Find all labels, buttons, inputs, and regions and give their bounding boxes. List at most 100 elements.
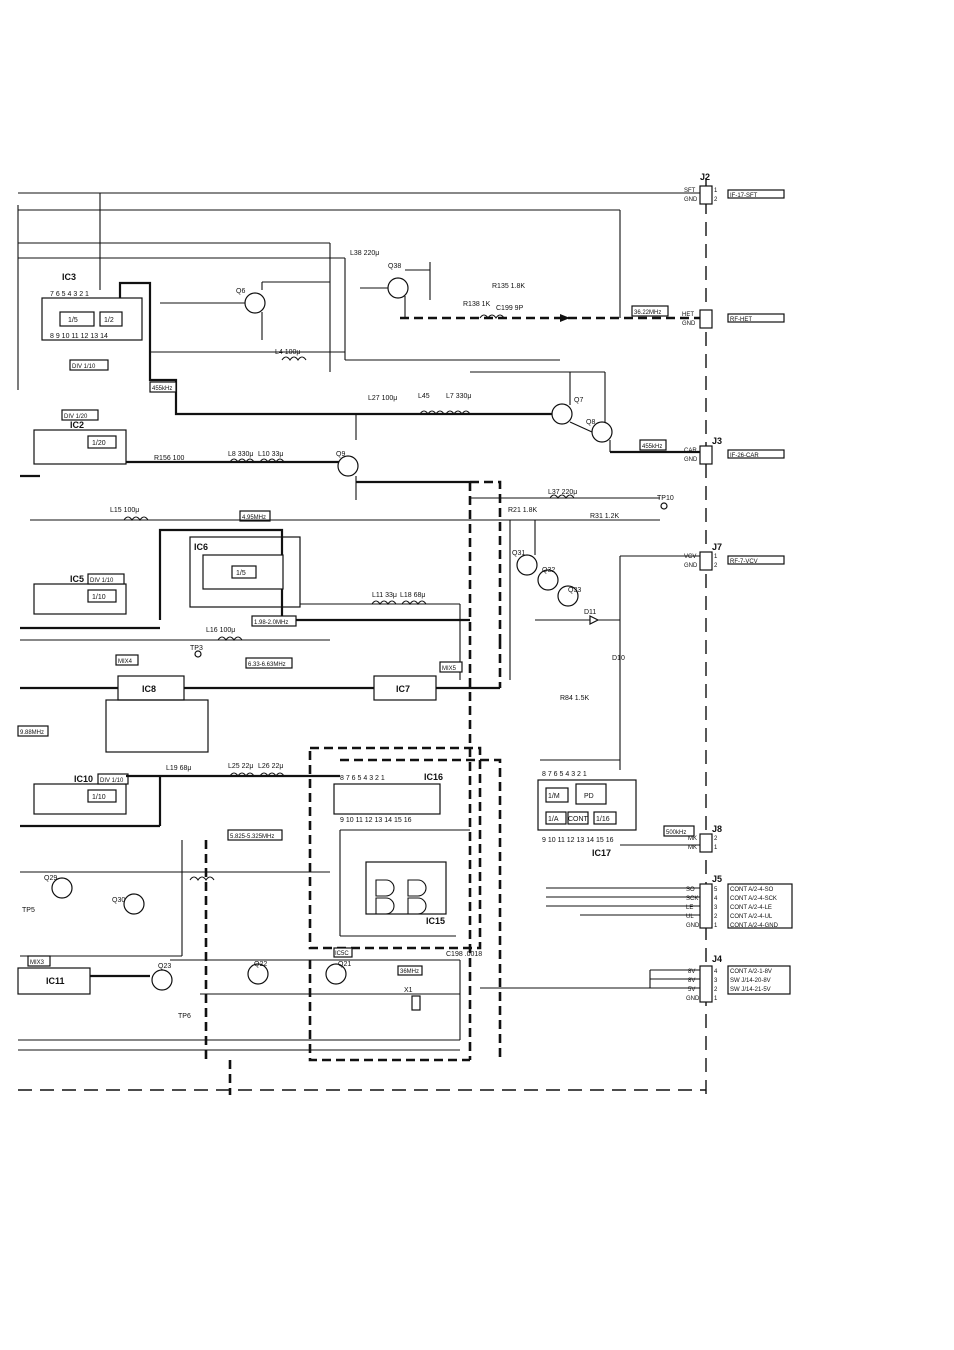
tp6-label: TP6 [178, 1013, 191, 1020]
ic2-label: IC2 [70, 420, 84, 430]
svg-text:SFT: SFT [684, 188, 696, 194]
svg-text:36.22MHz: 36.22MHz [634, 310, 661, 316]
svg-text:36MHz: 36MHz [400, 969, 419, 975]
het-connector-body [699, 309, 713, 329]
svg-text:SO: SO [686, 887, 695, 893]
svg-text:L8 330μ: L8 330μ [228, 451, 253, 458]
svg-text:8 7 6 5 4 3 2 1: 8 7 6 5 4 3 2 1 [340, 775, 385, 782]
svg-text:DIV 1/10: DIV 1/10 [72, 364, 96, 370]
ic5c-tag [333, 947, 353, 958]
svg-text:1: 1 [714, 554, 718, 560]
svg-text:6.33-6.63MHz: 6.33-6.63MHz [248, 662, 286, 668]
j3-dest: IF-26-CAR [730, 453, 759, 459]
svg-text:5: 5 [714, 887, 718, 893]
svg-text:1/A: 1/A [548, 816, 559, 823]
svg-text:1/M: 1/M [548, 793, 560, 800]
svg-text:L10 33μ: L10 33μ [258, 451, 283, 458]
ic3-div-tag [69, 359, 109, 371]
svg-text:IC5C: IC5C [335, 951, 349, 957]
freq-tag-500khz [663, 825, 695, 837]
crystal-x1-label: X1 [404, 987, 413, 994]
svg-text:8V: 8V [688, 969, 695, 975]
svg-text:Q7: Q7 [574, 397, 583, 404]
ic8-label: IC8 [142, 684, 156, 694]
svg-text:SW J/14-21-5V: SW J/14-21-5V [730, 987, 771, 993]
transistor-q31 [516, 554, 538, 576]
ic10-div-tag [97, 773, 129, 785]
svg-text:Q21: Q21 [338, 961, 351, 968]
ic2-body [33, 429, 127, 465]
transistor-q30 [123, 893, 145, 915]
svg-text:9.88MHz: 9.88MHz [20, 730, 44, 736]
ic11-body [17, 967, 91, 995]
svg-text:DIV 1/10: DIV 1/10 [90, 578, 114, 584]
svg-text:1/5: 1/5 [236, 570, 246, 577]
svg-text:MIX5: MIX5 [442, 666, 457, 672]
freq-tag-36mhz [631, 305, 669, 317]
svg-text:UL: UL [686, 914, 694, 920]
freq-tag-455khz-a [149, 381, 177, 393]
svg-text:1: 1 [714, 996, 718, 1002]
freq-tag-5-825mhz [227, 829, 283, 841]
ic7-mix-tag [439, 661, 463, 673]
svg-text:LE: LE [686, 905, 693, 911]
svg-text:GND: GND [684, 457, 698, 463]
svg-text:C198 .0018: C198 .0018 [446, 951, 482, 958]
svg-text:L19 68μ: L19 68μ [166, 765, 191, 772]
j5-label: J5 [712, 874, 722, 884]
svg-text:L25 22μ: L25 22μ [228, 763, 253, 770]
ic16-label: IC16 [424, 772, 443, 782]
svg-text:Q33: Q33 [568, 587, 581, 594]
svg-text:CONT A/2-1-8V: CONT A/2-1-8V [730, 969, 772, 975]
transistor-q23 [151, 969, 173, 991]
svg-text:L15 100μ: L15 100μ [110, 507, 139, 514]
svg-text:9 10 11 12 13 14 15 16: 9 10 11 12 13 14 15 16 [340, 817, 412, 824]
svg-text:455kHz: 455kHz [642, 444, 662, 450]
svg-text:2: 2 [714, 197, 718, 203]
svg-text:2: 2 [714, 987, 718, 993]
svg-text:L7 330μ: L7 330μ [446, 393, 471, 400]
svg-text:8V: 8V [688, 978, 695, 984]
svg-text:5.825-5.325MHz: 5.825-5.325MHz [230, 834, 274, 840]
freq-tag-4-95mhz [239, 510, 271, 522]
ic11-label: IC11 [46, 976, 65, 986]
label-c198: R138 1K [463, 301, 491, 308]
svg-text:1/2: 1/2 [104, 317, 114, 324]
svg-text:5V: 5V [688, 987, 695, 993]
svg-text:3: 3 [714, 905, 718, 911]
svg-text:8 7 6 5 4 3 2 1: 8 7 6 5 4 3 2 1 [542, 771, 587, 778]
svg-text:CONT A/2-4-GND: CONT A/2-4-GND [730, 923, 779, 929]
svg-text:L16 100μ: L16 100μ [206, 627, 235, 634]
svg-text:Q30: Q30 [112, 897, 125, 904]
ic5-div-tag [87, 573, 125, 585]
ic2-div-tag [61, 409, 99, 421]
svg-text:GND: GND [684, 197, 698, 203]
j7-body [699, 551, 713, 571]
svg-text:R31 1.2K: R31 1.2K [590, 513, 620, 520]
j4-body [699, 965, 713, 1003]
transistor-q22 [247, 963, 269, 985]
svg-text:1.98-2.0MHz: 1.98-2.0MHz [254, 620, 288, 626]
svg-text:CONT A/2-4-UL: CONT A/2-4-UL [730, 914, 773, 920]
svg-text:R21 1.8K: R21 1.8K [508, 507, 538, 514]
ic15-body [365, 861, 447, 915]
svg-text:Q32: Q32 [542, 567, 555, 574]
svg-text:L18 68μ: L18 68μ [400, 592, 425, 599]
svg-text:2: 2 [714, 836, 718, 842]
transistor-q9 [337, 455, 359, 477]
svg-text:R156 100: R156 100 [154, 455, 184, 462]
svg-text:4: 4 [714, 969, 718, 975]
j7-dest: RF-7-VCV [730, 559, 758, 565]
ic7-label: IC7 [396, 684, 410, 694]
pll-dashed-enclosure [308, 746, 482, 950]
svg-text:DIV 1/10: DIV 1/10 [100, 778, 124, 784]
svg-text:VCV: VCV [684, 554, 696, 560]
transistor-q38 [387, 277, 409, 299]
svg-text:Q22: Q22 [254, 961, 267, 968]
svg-text:Q31: Q31 [512, 550, 525, 557]
freq-tag-6-33mhz [245, 657, 293, 669]
transistor-q29 [51, 877, 73, 899]
freq-tag-1-98mhz [251, 615, 297, 627]
svg-text:1: 1 [714, 188, 718, 194]
svg-text:Q29: Q29 [44, 875, 57, 882]
